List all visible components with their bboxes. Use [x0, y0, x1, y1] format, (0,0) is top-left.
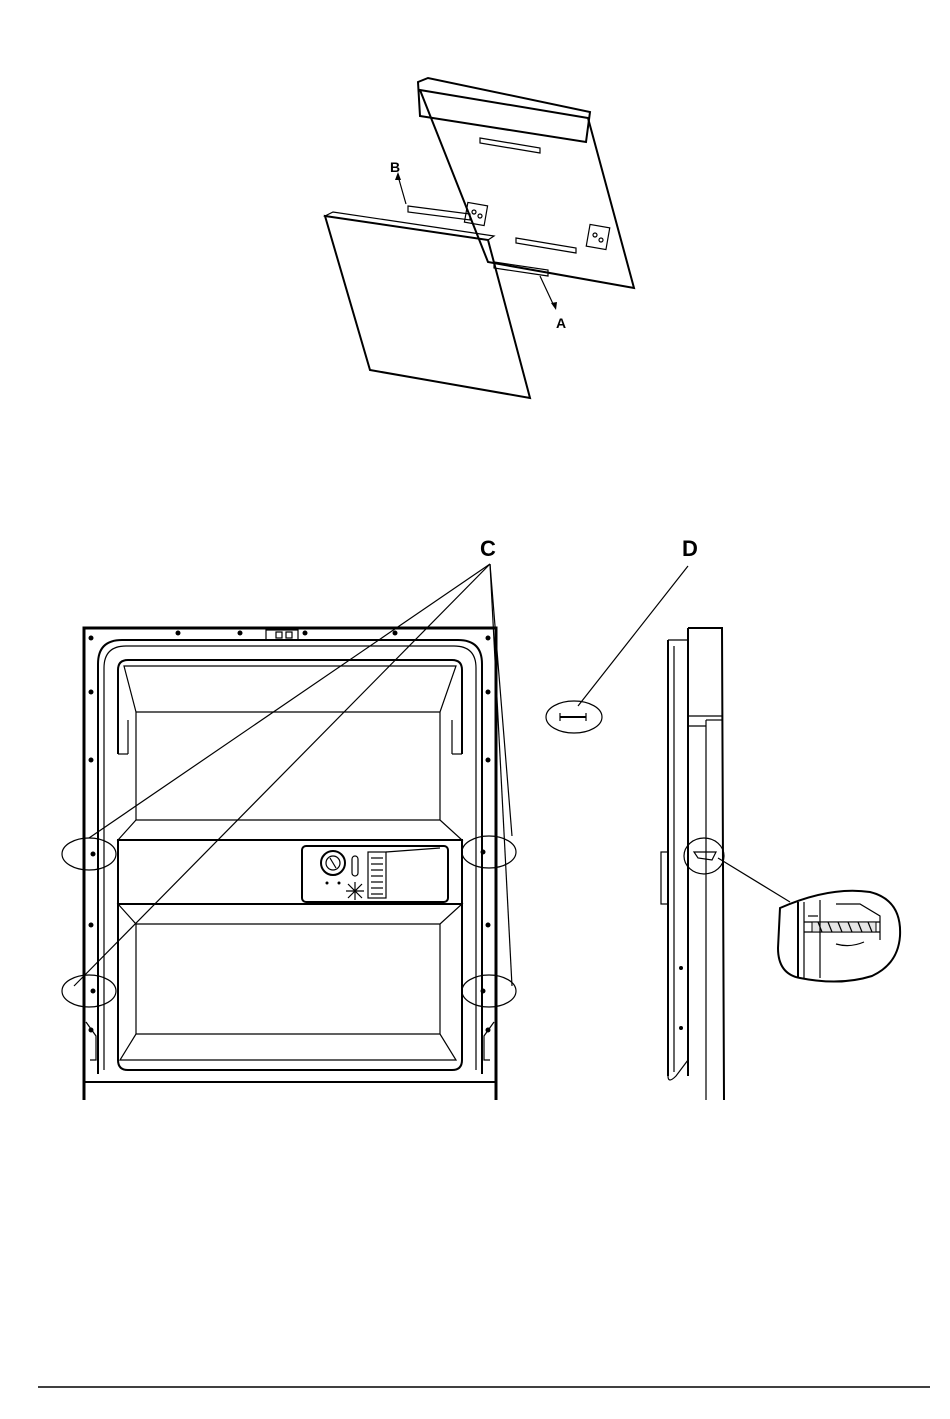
detergent-dispenser — [302, 846, 448, 902]
top-latch-bracket — [266, 630, 298, 640]
pointer-a — [540, 276, 554, 306]
middle-band — [118, 840, 462, 924]
decor-panel-front — [325, 212, 530, 398]
label-a: A — [556, 315, 566, 331]
label-d: D — [682, 536, 698, 561]
exploded-panel-view: B A — [325, 78, 634, 398]
door-panel-rear — [418, 78, 634, 288]
callout-d-detail — [546, 701, 602, 733]
pointer-b — [398, 176, 406, 204]
label-c: C — [480, 536, 496, 561]
door-profile — [661, 628, 724, 1100]
detail-source-circle — [684, 838, 724, 874]
door-side-view: D — [546, 536, 900, 1100]
label-b: B — [390, 159, 400, 175]
leader-line-d — [578, 566, 688, 706]
detail-leader-line — [718, 858, 790, 902]
enlarged-detail — [778, 891, 900, 982]
strip-b — [408, 206, 470, 220]
upper-recess — [118, 660, 462, 840]
rinse-aid-icon — [346, 882, 364, 900]
inner-door-front-view: C — [62, 536, 516, 1100]
lower-recess — [86, 840, 494, 1070]
frame-screws — [89, 631, 491, 1033]
